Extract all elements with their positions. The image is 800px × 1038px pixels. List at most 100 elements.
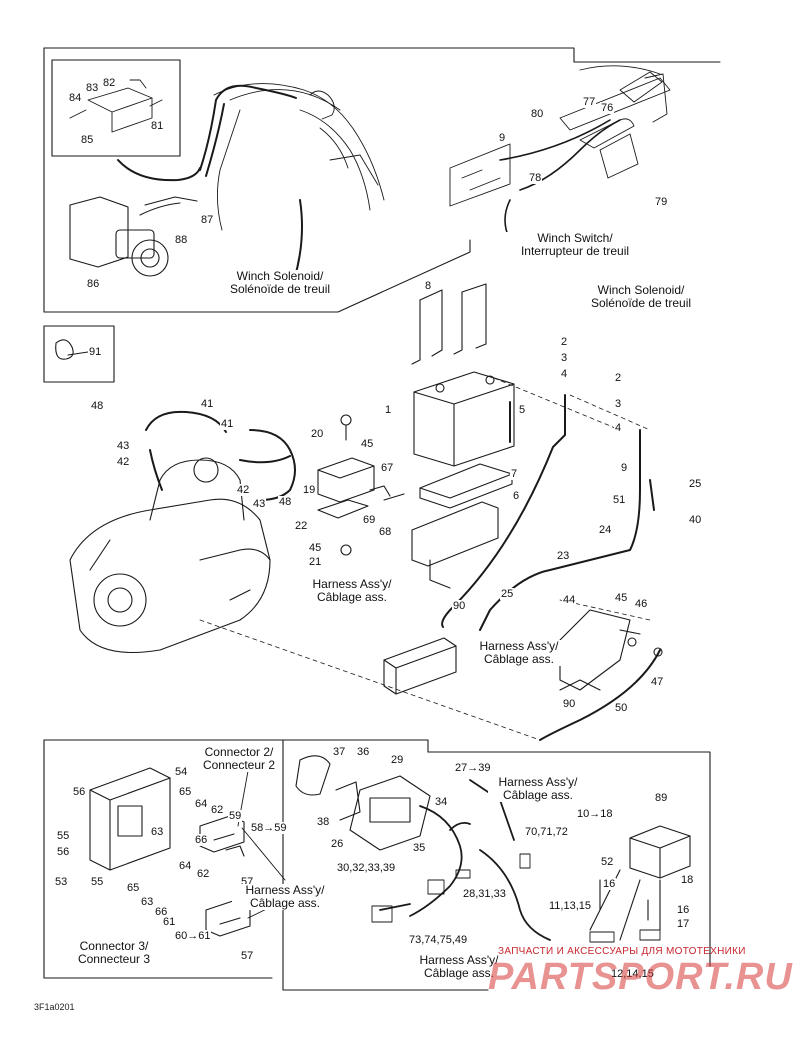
part-label: 54 bbox=[174, 766, 189, 778]
caption-line: Winch Switch/ bbox=[537, 231, 613, 245]
part-label: 26 bbox=[330, 838, 345, 850]
part-label: 45 bbox=[308, 542, 323, 554]
part-label: 66 bbox=[154, 906, 169, 918]
caption-line: Interrupteur de treuil bbox=[520, 244, 630, 258]
right-bracket-drawing bbox=[559, 609, 663, 691]
part-label: 70,71,72 bbox=[524, 826, 569, 838]
starter-solenoid-drawing bbox=[383, 637, 457, 695]
part-label: 81 bbox=[150, 120, 165, 132]
part-label: 44 bbox=[562, 594, 577, 606]
diagram-code: 3F1a0201 bbox=[34, 1002, 75, 1012]
caption-line: Winch Solenoid/ bbox=[597, 283, 685, 297]
part-label: 25 bbox=[688, 478, 703, 490]
part-label: 51 bbox=[612, 494, 627, 506]
caption-line: Winch Solenoid/ bbox=[236, 269, 324, 283]
part-label: 87 bbox=[200, 214, 215, 226]
part-label: 3 bbox=[560, 352, 569, 364]
part-label: 62 bbox=[196, 868, 211, 880]
winch-cable-left bbox=[117, 84, 303, 293]
part-label: 1 bbox=[384, 404, 393, 416]
part-label: 60→61 bbox=[174, 930, 212, 942]
part-label: 5 bbox=[518, 404, 527, 416]
caption-harness-mid-right: Harness Ass'y/ Câblage ass. bbox=[466, 640, 572, 666]
caption-connector2: Connector 2/ Connecteur 2 bbox=[196, 746, 282, 772]
part-label: 86 bbox=[86, 278, 101, 290]
part-label: 42 bbox=[236, 484, 251, 496]
harness-bottom-wires bbox=[379, 779, 551, 941]
caption-line: Câblage ass. bbox=[423, 966, 495, 980]
caption-connector3: Connector 3/ Connecteur 3 bbox=[66, 940, 162, 966]
part-label: 83 bbox=[85, 82, 100, 94]
battery-strap-drawing bbox=[411, 283, 487, 365]
caption-line: Câblage ass. bbox=[316, 590, 388, 604]
part-label: 22 bbox=[294, 520, 309, 532]
atv-front-sketch bbox=[213, 83, 385, 231]
part-label: 18 bbox=[680, 874, 695, 886]
spark-plug-wires bbox=[145, 410, 296, 501]
caption-harness-bottom: Harness Ass'y/ Câblage ass. bbox=[404, 954, 514, 980]
part-label: 16 bbox=[676, 904, 691, 916]
part-label: 56 bbox=[72, 786, 87, 798]
caption-winch-solenoid-left: Winch Solenoid/ Solénoïde de treuil bbox=[200, 270, 360, 296]
part-label: 73,74,75,49 bbox=[408, 934, 469, 946]
caption-line: Harness Ass'y/ bbox=[419, 953, 499, 967]
part-label: 43 bbox=[116, 440, 131, 452]
part-label: 2 bbox=[560, 336, 569, 348]
part-label: 77 bbox=[582, 96, 597, 108]
part-label: 24 bbox=[598, 524, 613, 536]
part-label: 35 bbox=[412, 842, 427, 854]
part-label: 45 bbox=[360, 438, 375, 450]
caption-line: Connecteur 2 bbox=[202, 758, 276, 772]
tie-strap-box bbox=[43, 325, 115, 383]
part-label: 6 bbox=[512, 490, 521, 502]
part-label: 9 bbox=[620, 462, 629, 474]
small-connectors bbox=[371, 853, 661, 943]
part-label: 66 bbox=[194, 834, 209, 846]
engine-drawing bbox=[69, 457, 271, 653]
caption-line: Câblage ass. bbox=[502, 788, 574, 802]
part-label: 80 bbox=[530, 108, 545, 120]
part-label: 67 bbox=[380, 462, 395, 474]
battery-tray-drawing bbox=[411, 463, 513, 589]
part-label: 79 bbox=[654, 196, 669, 208]
caption-line: Connector 3/ bbox=[79, 939, 149, 953]
part-label: 82 bbox=[102, 77, 117, 89]
part-label: 84 bbox=[68, 92, 83, 104]
part-label: 4 bbox=[614, 422, 623, 434]
caption-harness-right: Harness Ass'y/ Câblage ass. bbox=[488, 776, 588, 802]
winch-switch-wire bbox=[499, 119, 621, 241]
part-label: 61 bbox=[162, 916, 177, 928]
caption-line: Solénoïde de treuil bbox=[229, 282, 331, 296]
part-label: 34 bbox=[434, 796, 449, 808]
ecu-drawing bbox=[89, 767, 171, 871]
part-label: 48 bbox=[90, 400, 105, 412]
caption-line: Câblage ass. bbox=[483, 652, 555, 666]
part-label: 58→59 bbox=[250, 822, 288, 834]
part-label: 16 bbox=[602, 878, 617, 890]
part-label: 25 bbox=[500, 588, 515, 600]
part-label: 90 bbox=[452, 600, 467, 612]
part-label: 56 bbox=[56, 846, 71, 858]
part-label: 53 bbox=[54, 876, 69, 888]
part-label: 3 bbox=[614, 398, 623, 410]
winch-solenoid-drawing bbox=[69, 196, 198, 277]
caption-line: Harness Ass'y/ bbox=[479, 639, 559, 653]
part-label: 10→18 bbox=[576, 808, 614, 820]
caption-winch-switch: Winch Switch/ Interrupteur de treuil bbox=[500, 232, 650, 258]
part-label: 65 bbox=[178, 786, 193, 798]
part-label: 59 bbox=[228, 810, 243, 822]
part-label: 48 bbox=[278, 496, 293, 508]
part-label: 23 bbox=[556, 550, 571, 562]
part-label: 50 bbox=[614, 702, 629, 714]
part-label: 69 bbox=[362, 514, 377, 526]
part-label: 55 bbox=[90, 876, 105, 888]
part-label: 89 bbox=[654, 792, 669, 804]
part-label: 43 bbox=[252, 498, 267, 510]
caption-line: Solénoïde de treuil bbox=[590, 296, 692, 310]
top-panel-frame bbox=[43, 47, 721, 313]
part-label: 63 bbox=[150, 826, 165, 838]
part-label: 88 bbox=[174, 234, 189, 246]
caption-line: Connector 2/ bbox=[204, 745, 274, 759]
part-label: 21 bbox=[308, 556, 323, 568]
